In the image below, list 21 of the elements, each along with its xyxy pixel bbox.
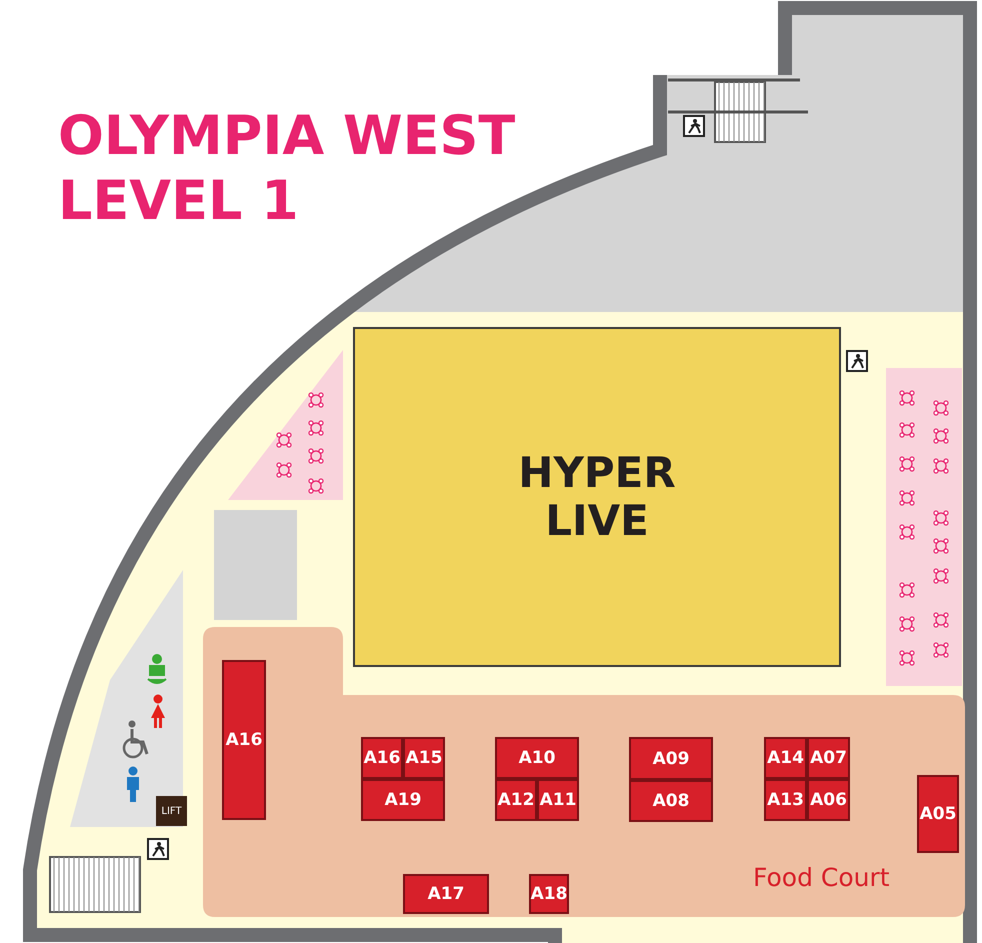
stall: A19 [361,779,445,821]
stall: A10 [495,737,579,779]
food-court-area [203,627,965,917]
map-title: OLYMPIA WEST LEVEL 1 [58,104,516,234]
stall: A08 [629,780,713,822]
lift-sign: LIFT [156,796,187,826]
stall: A16 [222,660,266,820]
stall: A14 [764,737,807,779]
stall: A16 [361,737,403,779]
stall: A09 [629,737,713,780]
stall: A07 [807,737,850,779]
stall: A13 [764,779,807,821]
stage-area: HYPER LIVE [353,327,841,667]
stall: A17 [403,874,489,914]
stall: A15 [403,737,445,779]
stall: A12 [495,779,537,821]
stall: A11 [537,779,579,821]
stall: A06 [807,779,850,821]
stall: A05 [917,775,959,853]
stall: A18 [529,874,569,914]
area-label: Food Court [753,863,890,892]
